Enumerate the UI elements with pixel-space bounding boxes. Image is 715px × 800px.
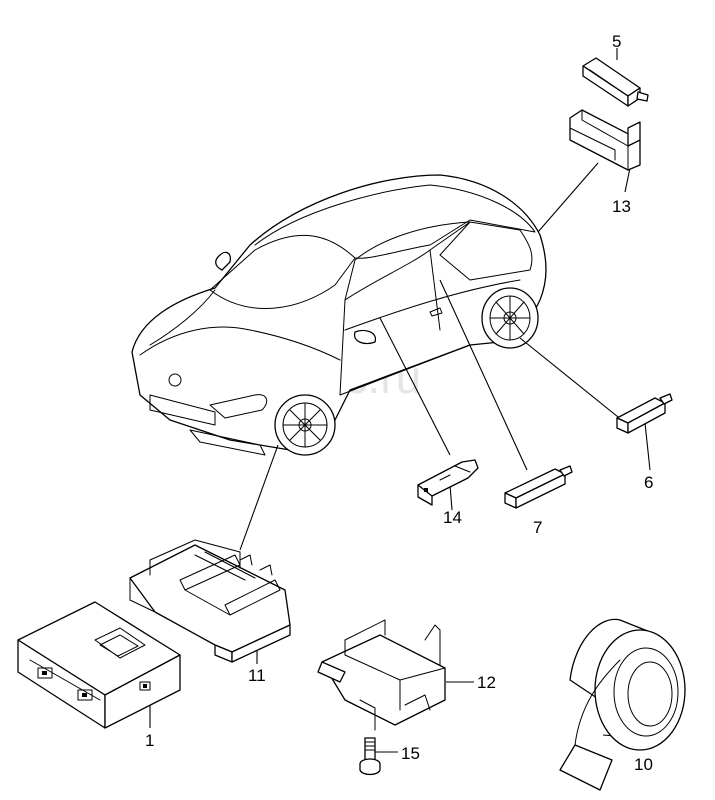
part-15-bolt <box>359 737 381 776</box>
part-11-carrier <box>129 539 291 663</box>
callout-1: 1 <box>145 731 154 750</box>
callout-10: 10 <box>634 755 653 774</box>
callout-12: 12 <box>477 673 496 692</box>
part-10-tape-roll <box>559 618 686 791</box>
callout-7: 7 <box>533 518 542 537</box>
vehicle-illustration <box>131 174 547 456</box>
callout-15: 15 <box>401 744 420 763</box>
callout-6: 6 <box>644 473 653 492</box>
part-6-antenna <box>616 393 673 434</box>
callout-14: 14 <box>443 508 462 527</box>
callout-labels: 5 13 6 14 7 11 12 1 15 10 <box>145 32 653 774</box>
callout-11: 11 <box>248 666 266 685</box>
part-13-bracket <box>569 109 641 171</box>
callout-5: 5 <box>612 32 621 51</box>
part-12-holder <box>317 619 446 731</box>
part-14-clip <box>417 459 479 506</box>
part-5-module <box>582 57 649 107</box>
callout-13: 13 <box>612 197 631 216</box>
part-7-antenna <box>504 465 573 509</box>
part-1-control-unit <box>17 601 181 729</box>
